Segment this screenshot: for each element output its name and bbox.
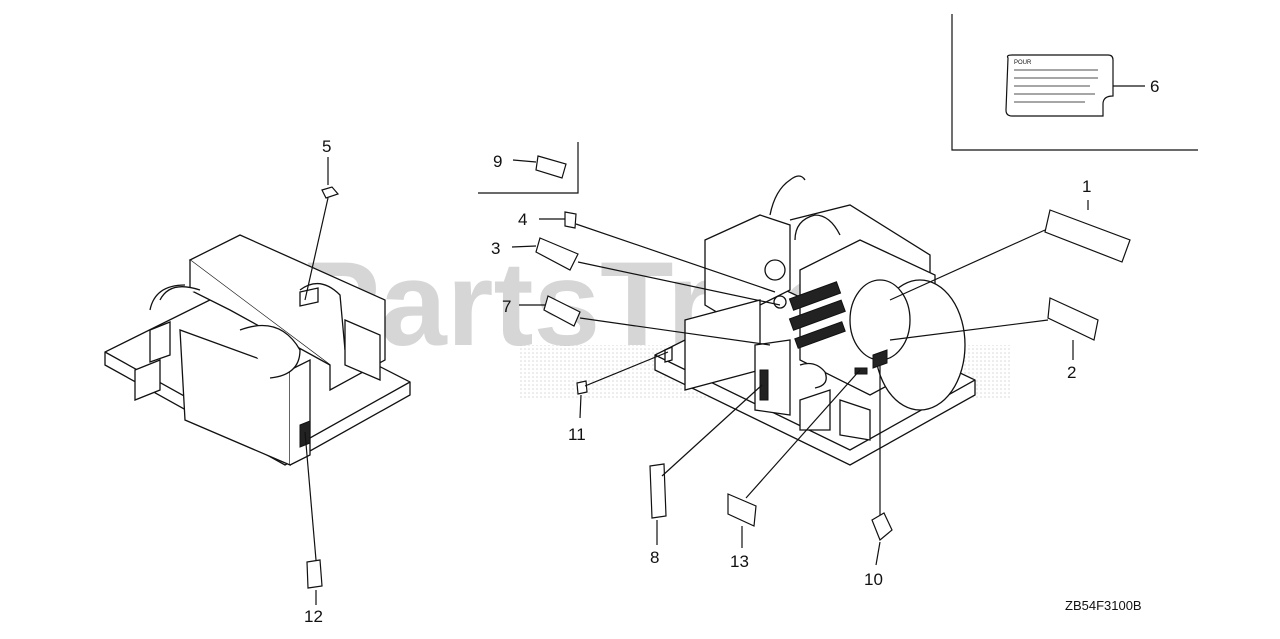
label-part-5	[321, 186, 340, 199]
callout-10: 10	[864, 570, 883, 589]
label-part-11	[576, 380, 588, 395]
callout-11: 11	[568, 425, 586, 444]
label-part-1	[1044, 209, 1131, 263]
label-part-9	[535, 155, 567, 179]
callout-8: 8	[650, 548, 659, 567]
callout-4: 4	[518, 210, 527, 229]
generator-rear-view	[104, 234, 411, 466]
callout-12: 12	[304, 607, 323, 626]
callout-2: 2	[1067, 363, 1076, 382]
callouts: 1 2 3 4 5 6 7 8 9 10 11 12 13	[304, 77, 1159, 626]
leader-lines	[304, 157, 1089, 605]
callout-3: 3	[491, 239, 500, 258]
label-part-4	[564, 211, 577, 229]
label-part-7	[543, 295, 581, 327]
label-part-10	[871, 512, 893, 541]
callout-1: 1	[1082, 177, 1091, 196]
label-part-12	[306, 559, 323, 589]
inset-box: POUR	[951, 14, 1198, 151]
inset-label-text: POUR	[1014, 60, 1032, 66]
callout-7: 7	[502, 297, 511, 316]
label-part-13	[727, 493, 757, 527]
callout-6: 6	[1150, 77, 1159, 96]
label-part-3	[535, 237, 579, 271]
callout-5: 5	[322, 137, 331, 156]
label-part-2	[1047, 297, 1099, 341]
drawing-code: ZB54F3100B	[1065, 598, 1142, 613]
generator-front-view	[654, 175, 976, 466]
callout-9: 9	[493, 152, 502, 171]
label-part-8	[649, 463, 667, 519]
callout-13: 13	[730, 552, 749, 571]
